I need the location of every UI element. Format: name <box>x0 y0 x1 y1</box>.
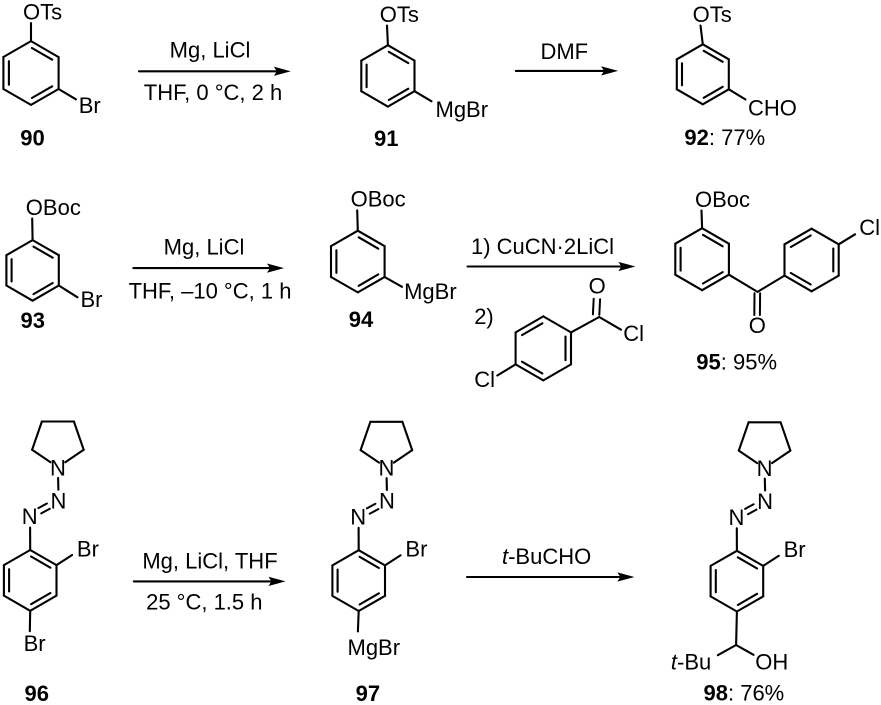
svg-text:Br: Br <box>24 631 46 656</box>
svg-text:O: O <box>749 313 766 338</box>
svg-text:97: 97 <box>356 681 380 705</box>
svg-text:MgBr: MgBr <box>348 635 401 660</box>
svg-text:92: 77%: 92: 77% <box>684 125 765 150</box>
svg-text:N: N <box>50 488 66 513</box>
svg-text:N: N <box>757 456 773 481</box>
svg-text:Br: Br <box>81 287 103 312</box>
svg-text:OTs: OTs <box>23 0 62 24</box>
svg-text:93: 93 <box>21 308 45 333</box>
svg-text:2): 2) <box>474 304 494 329</box>
svg-text:Br: Br <box>79 93 101 118</box>
svg-text:OBoc: OBoc <box>26 195 81 220</box>
svg-text:98: 76%: 98: 76% <box>704 681 785 705</box>
svg-text:Cl: Cl <box>859 215 880 240</box>
svg-text:t-BuCHO: t-BuCHO <box>502 544 591 569</box>
svg-text:1) CuCN·2LiCl: 1) CuCN·2LiCl <box>471 234 614 259</box>
svg-text:95: 95%: 95: 95% <box>696 350 777 375</box>
svg-text:OBoc: OBoc <box>351 187 406 212</box>
svg-text:Br: Br <box>405 537 427 562</box>
svg-text:N: N <box>379 489 395 514</box>
svg-text:N: N <box>757 489 773 514</box>
svg-text:CHO: CHO <box>748 96 797 121</box>
svg-text:25 °C, 1.5 h: 25 °C, 1.5 h <box>146 589 262 614</box>
svg-text:THF, –10 °C, 1 h: THF, –10 °C, 1 h <box>129 279 292 304</box>
svg-text:N: N <box>378 456 394 481</box>
svg-text:Mg, LiCl, THF: Mg, LiCl, THF <box>142 548 277 573</box>
svg-text:Mg, LiCl: Mg, LiCl <box>164 234 245 259</box>
svg-text:OH: OH <box>755 649 788 674</box>
svg-text:Br: Br <box>77 536 99 561</box>
svg-text:THF, 0 °C, 2 h: THF, 0 °C, 2 h <box>144 80 282 105</box>
svg-text:Br: Br <box>784 537 806 562</box>
svg-text:Cl: Cl <box>474 367 495 392</box>
svg-text:OBoc: OBoc <box>695 187 750 212</box>
svg-text:N: N <box>22 504 38 529</box>
svg-text:94: 94 <box>349 307 374 332</box>
svg-text:MgBr: MgBr <box>436 97 489 122</box>
svg-text:Mg, LiCl: Mg, LiCl <box>170 38 251 63</box>
svg-text:90: 90 <box>20 126 44 151</box>
svg-text:MgBr: MgBr <box>404 279 457 304</box>
svg-text:t-Bu: t-Bu <box>671 649 711 674</box>
svg-text:O: O <box>589 274 606 299</box>
svg-text:91: 91 <box>374 126 398 151</box>
svg-text:OTs: OTs <box>380 2 419 27</box>
svg-text:OTs: OTs <box>693 2 732 27</box>
svg-text:N: N <box>728 505 744 530</box>
svg-text:Cl: Cl <box>623 321 644 346</box>
svg-text:N: N <box>50 455 66 480</box>
svg-text:N: N <box>350 504 366 529</box>
svg-text:96: 96 <box>25 681 49 705</box>
svg-text:DMF: DMF <box>540 39 588 64</box>
